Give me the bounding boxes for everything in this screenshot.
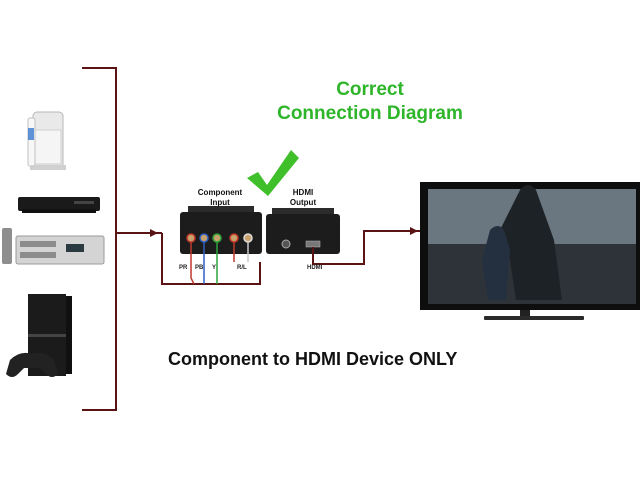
port-label-rl: R/L	[237, 265, 247, 271]
wii-console	[27, 111, 66, 170]
component-cables	[190, 242, 249, 285]
port-label-hdmi: HDMI	[307, 265, 323, 271]
hdmi-output-box	[266, 208, 340, 254]
dvd-vcr-combo	[2, 228, 105, 265]
hdmi-cable	[312, 227, 420, 265]
component-input-label-line2: Input	[210, 198, 230, 207]
port-label-pr: PR	[179, 265, 188, 271]
port-label-pb: PB	[195, 265, 204, 271]
hdmi-output-label: HDMI Output	[278, 188, 328, 208]
component-converter-box	[180, 206, 262, 254]
port-label-y: Y	[212, 265, 217, 271]
hdmi-output-label-line2: Output	[289, 198, 317, 207]
television	[420, 182, 640, 320]
bluray-player	[18, 197, 100, 213]
hdmi-output-label-line1: HDMI	[292, 188, 314, 197]
footer-caption: Component to HDMI Device ONLY	[168, 349, 458, 369]
diagram-title-line1: Correct	[336, 79, 404, 100]
diagram-title-line2: Connection Diagram	[277, 103, 463, 124]
playstation2-console	[6, 294, 72, 377]
component-input-label: Component Input	[192, 188, 248, 208]
source-bracket-wire	[82, 67, 261, 411]
component-input-label-line1: Component	[197, 188, 243, 197]
check-mark-icon	[247, 150, 299, 196]
